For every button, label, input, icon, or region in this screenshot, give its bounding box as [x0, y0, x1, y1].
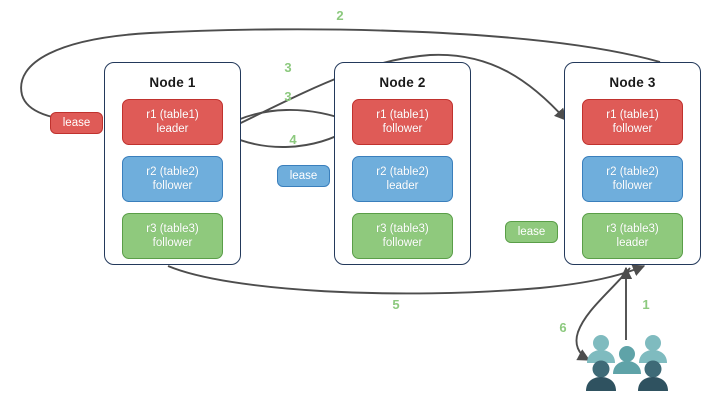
step-label-1: 1 [642, 297, 650, 312]
replica-name: r1 (table1) [146, 108, 199, 121]
replica-role: follower [612, 180, 653, 192]
lease-chip-table3[interactable]: lease [505, 221, 558, 243]
lease-label: lease [289, 170, 318, 182]
arrow-step-3-to-node2 [221, 109, 354, 129]
replica-r3[interactable]: r3 (table3) follower [352, 213, 453, 259]
replica-role: follower [382, 237, 423, 249]
node-container-1[interactable]: Node 1 r1 (table1) leader r2 (table2) fo… [104, 62, 241, 265]
replica-name: r1 (table1) [376, 108, 429, 121]
replica-name: r2 (table2) [606, 165, 659, 178]
node-title: Node 1 [149, 75, 196, 90]
replica-role: leader [616, 237, 649, 249]
replica-role: follower [152, 237, 193, 249]
replica-name: r3 (table3) [146, 222, 199, 235]
replica-r3[interactable]: r3 (table3) leader [582, 213, 683, 259]
replica-r1[interactable]: r1 (table1) follower [582, 99, 683, 145]
step-label-5: 5 [392, 297, 400, 312]
replica-list: r1 (table1) follower r2 (table2) leader … [335, 99, 470, 259]
lease-chip-table1[interactable]: lease [50, 112, 103, 134]
replica-r2[interactable]: r2 (table2) leader [352, 156, 453, 202]
replica-name: r3 (table3) [606, 222, 659, 235]
replica-name: r1 (table1) [606, 108, 659, 121]
step-label-2: 2 [336, 8, 344, 23]
replica-name: r3 (table3) [376, 222, 429, 235]
replica-name: r2 (table2) [376, 165, 429, 178]
replica-role: follower [152, 180, 193, 192]
replica-list: r1 (table1) follower r2 (table2) followe… [565, 99, 700, 259]
replica-role: leader [386, 180, 419, 192]
replica-role: follower [382, 123, 423, 135]
users-icon [586, 335, 668, 391]
node-container-2[interactable]: Node 2 r1 (table1) follower r2 (table2) … [334, 62, 471, 265]
replica-r1[interactable]: r1 (table1) follower [352, 99, 453, 145]
replica-r2[interactable]: r2 (table2) follower [582, 156, 683, 202]
node-title: Node 3 [609, 75, 656, 90]
replica-r1[interactable]: r1 (table1) leader [122, 99, 223, 145]
step-label-3b: 3 [284, 89, 292, 104]
arrow-step-5 [167, 264, 646, 295]
lease-label: lease [517, 226, 546, 238]
step-label-4: 4 [289, 132, 297, 147]
step-label-6: 6 [559, 320, 567, 335]
node-container-3[interactable]: Node 3 r1 (table1) follower r2 (table2) … [564, 62, 701, 265]
lease-chip-table2[interactable]: lease [277, 165, 330, 187]
replica-name: r2 (table2) [146, 165, 199, 178]
step-label-3a: 3 [284, 60, 292, 75]
replica-r2[interactable]: r2 (table2) follower [122, 156, 223, 202]
replica-role: leader [156, 123, 189, 135]
node-title: Node 2 [379, 75, 426, 90]
replica-role: follower [612, 123, 653, 135]
replica-r3[interactable]: r3 (table3) follower [122, 213, 223, 259]
replica-list: r1 (table1) leader r2 (table2) follower … [105, 99, 240, 259]
lease-label: lease [62, 117, 91, 129]
